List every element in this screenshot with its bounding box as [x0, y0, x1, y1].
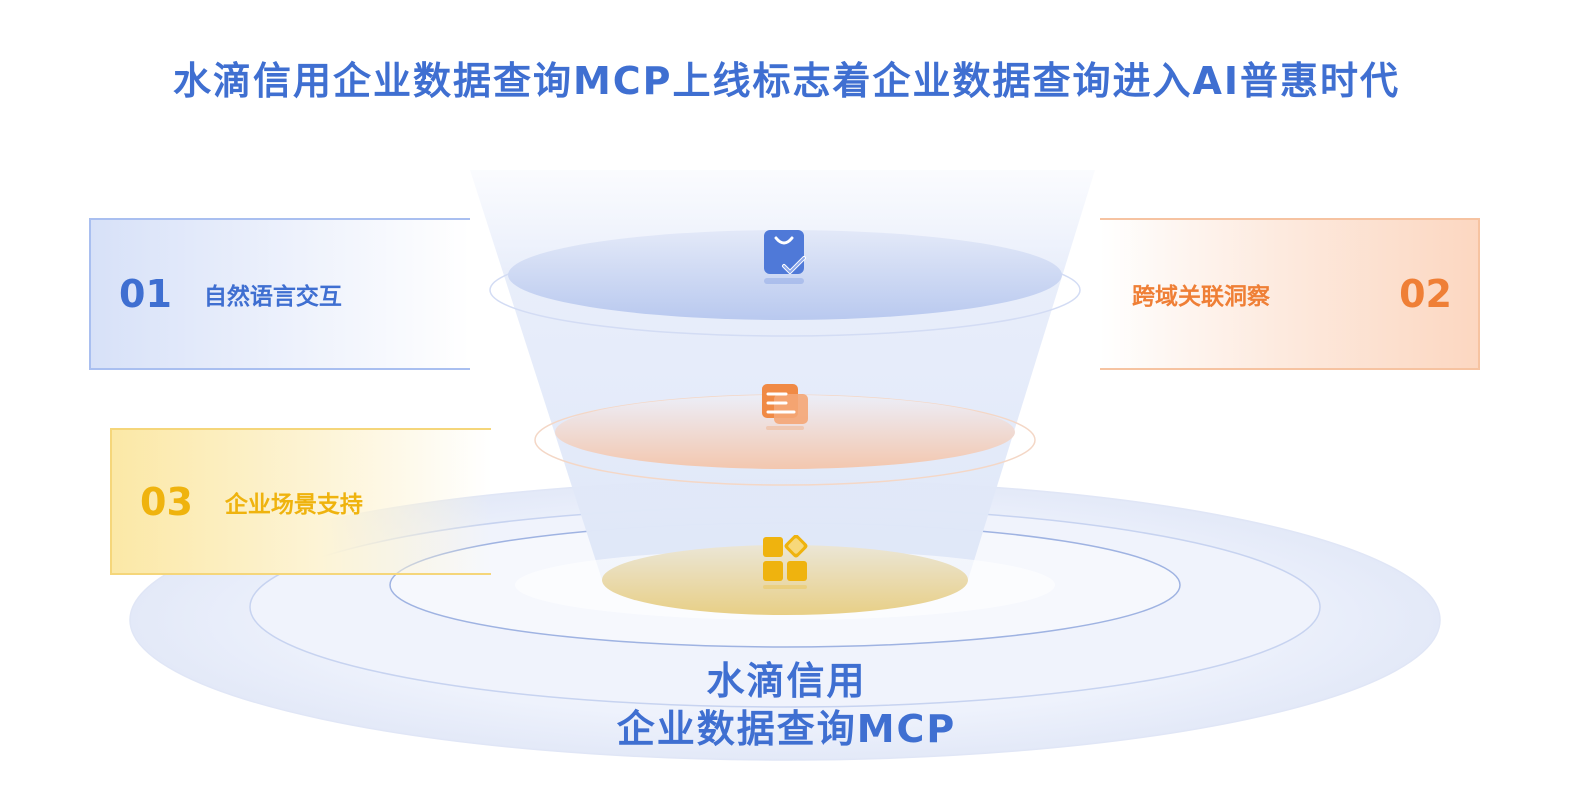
funnel-disc-bottom: [602, 545, 968, 615]
feature-card-03: 03 企业场景支持: [110, 428, 491, 575]
page-title: 水滴信用企业数据查询MCP上线标志着企业数据查询进入AI普惠时代: [172, 59, 1401, 103]
chat-document-icon: [762, 384, 808, 430]
feature-label: 自然语言交互: [203, 284, 342, 310]
funnel-disc-top: [508, 230, 1062, 320]
feature-number: 02: [1399, 272, 1452, 316]
funnel-disc-middle: [555, 395, 1015, 469]
feature-card-02: 跨域关联洞察 02: [1100, 218, 1480, 370]
center-title-line2: 企业数据查询MCP: [616, 707, 957, 751]
feature-card-01: 01 自然语言交互: [89, 218, 470, 370]
grid-apps-icon: [763, 535, 808, 589]
feature-number: 01: [119, 272, 172, 316]
feature-label: 跨域关联洞察: [1132, 284, 1270, 310]
center-title-line1: 水滴信用: [706, 659, 867, 703]
feature-label: 企业场景支持: [224, 491, 363, 518]
bag-check-icon: [764, 230, 806, 284]
feature-number: 03: [140, 479, 193, 524]
